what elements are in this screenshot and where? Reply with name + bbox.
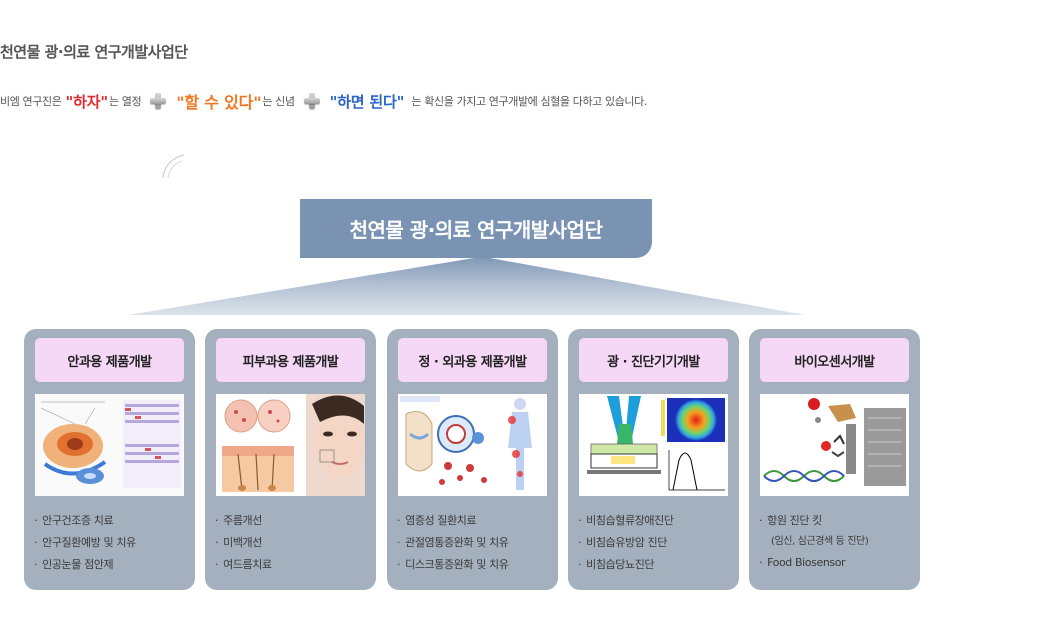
eye-research-image — [35, 394, 184, 496]
slogan-prefix: 비엠 연구진은 — [0, 95, 62, 108]
plus-icon — [303, 92, 321, 110]
list-item: ·주름개선 — [215, 514, 262, 527]
category-card-biosensor: 바이오센서개발 ·항원 진단 킷 (임신, 심근경색 등 진단) ·Food B… — [749, 329, 920, 590]
card-label: 안과용 제품개발 — [35, 338, 184, 382]
slogan-line: 비엠 연구진은 "하자" 는 열정 "할 수 있다" 는 신념 "하면 된다" … — [0, 86, 647, 116]
light-diagnostic-image — [579, 394, 728, 496]
plus-icon — [149, 92, 167, 110]
list-item: ·염증성 질환치료 — [397, 514, 477, 527]
list-item: ·비침습당뇨진단 — [578, 558, 655, 571]
list-item: ·안구건조증 치료 — [34, 514, 114, 527]
list-item: ·Food Biosensor — [759, 556, 846, 569]
category-card-eye: 안과용 제품개발 ·안구건조증 치료 ·안구질환예방 및 치유 ·인공눈물 점안… — [24, 329, 195, 590]
slogan-after-1: 는 열정 — [108, 95, 142, 108]
biosensor-image — [760, 394, 909, 496]
list-item: ·여드름치료 — [215, 558, 272, 571]
category-card-diagnostic: 광 · 진단기기개발 — [568, 329, 739, 590]
slogan-after-2: 는 신념 — [262, 95, 295, 108]
card-label: 바이오센서개발 — [760, 338, 909, 382]
page-title: 천연물 광·의료 연구개발사업단 — [0, 43, 188, 61]
connector-fan — [128, 258, 805, 315]
card-label: 정 · 외과용 제품개발 — [398, 338, 547, 382]
slogan-quote-1: "하자" — [65, 92, 109, 111]
card-label: 광 · 진단기기개발 — [579, 338, 728, 382]
joint-inflammation-image — [398, 394, 547, 496]
list-item: ·항원 진단 킷 — [759, 514, 822, 527]
category-card-orthopedic: 정 · 외과용 제품개발 ·염증성 질환치료 ·관절염통증완화 및 치유 ·디스… — [387, 329, 558, 590]
list-item: ·비침습유방암 진단 — [578, 536, 667, 549]
skin-face-image — [216, 394, 365, 496]
list-item: ·관절염통증완화 및 치유 — [397, 536, 509, 549]
list-item: ·비침습혈류장애진단 — [578, 514, 674, 527]
slogan-after-3: 는 확신을 가지고 연구개발에 심혈을 다하고 있습니다. — [411, 95, 647, 108]
list-item: ·안구질환예방 및 치유 — [34, 536, 136, 549]
list-item: (임신, 심근경색 등 진단) — [771, 536, 869, 547]
slogan-quote-3: "하면 된다" — [329, 92, 405, 111]
list-item: ·디스크통증완화 및 치유 — [397, 558, 509, 571]
decorative-swoosh-icon — [162, 154, 185, 179]
category-card-skin: 피부과용 제품개발 ·주름개선 ·미백개선 ·여드름치료 — [205, 329, 376, 590]
list-item: ·인공눈물 점안제 — [34, 558, 114, 571]
card-label: 피부과용 제품개발 — [216, 338, 365, 382]
org-header: 천연물 광·의료 연구개발사업단 — [300, 199, 652, 258]
list-item: ·미백개선 — [215, 536, 262, 549]
slogan-quote-2: "할 수 있다" — [176, 93, 262, 112]
